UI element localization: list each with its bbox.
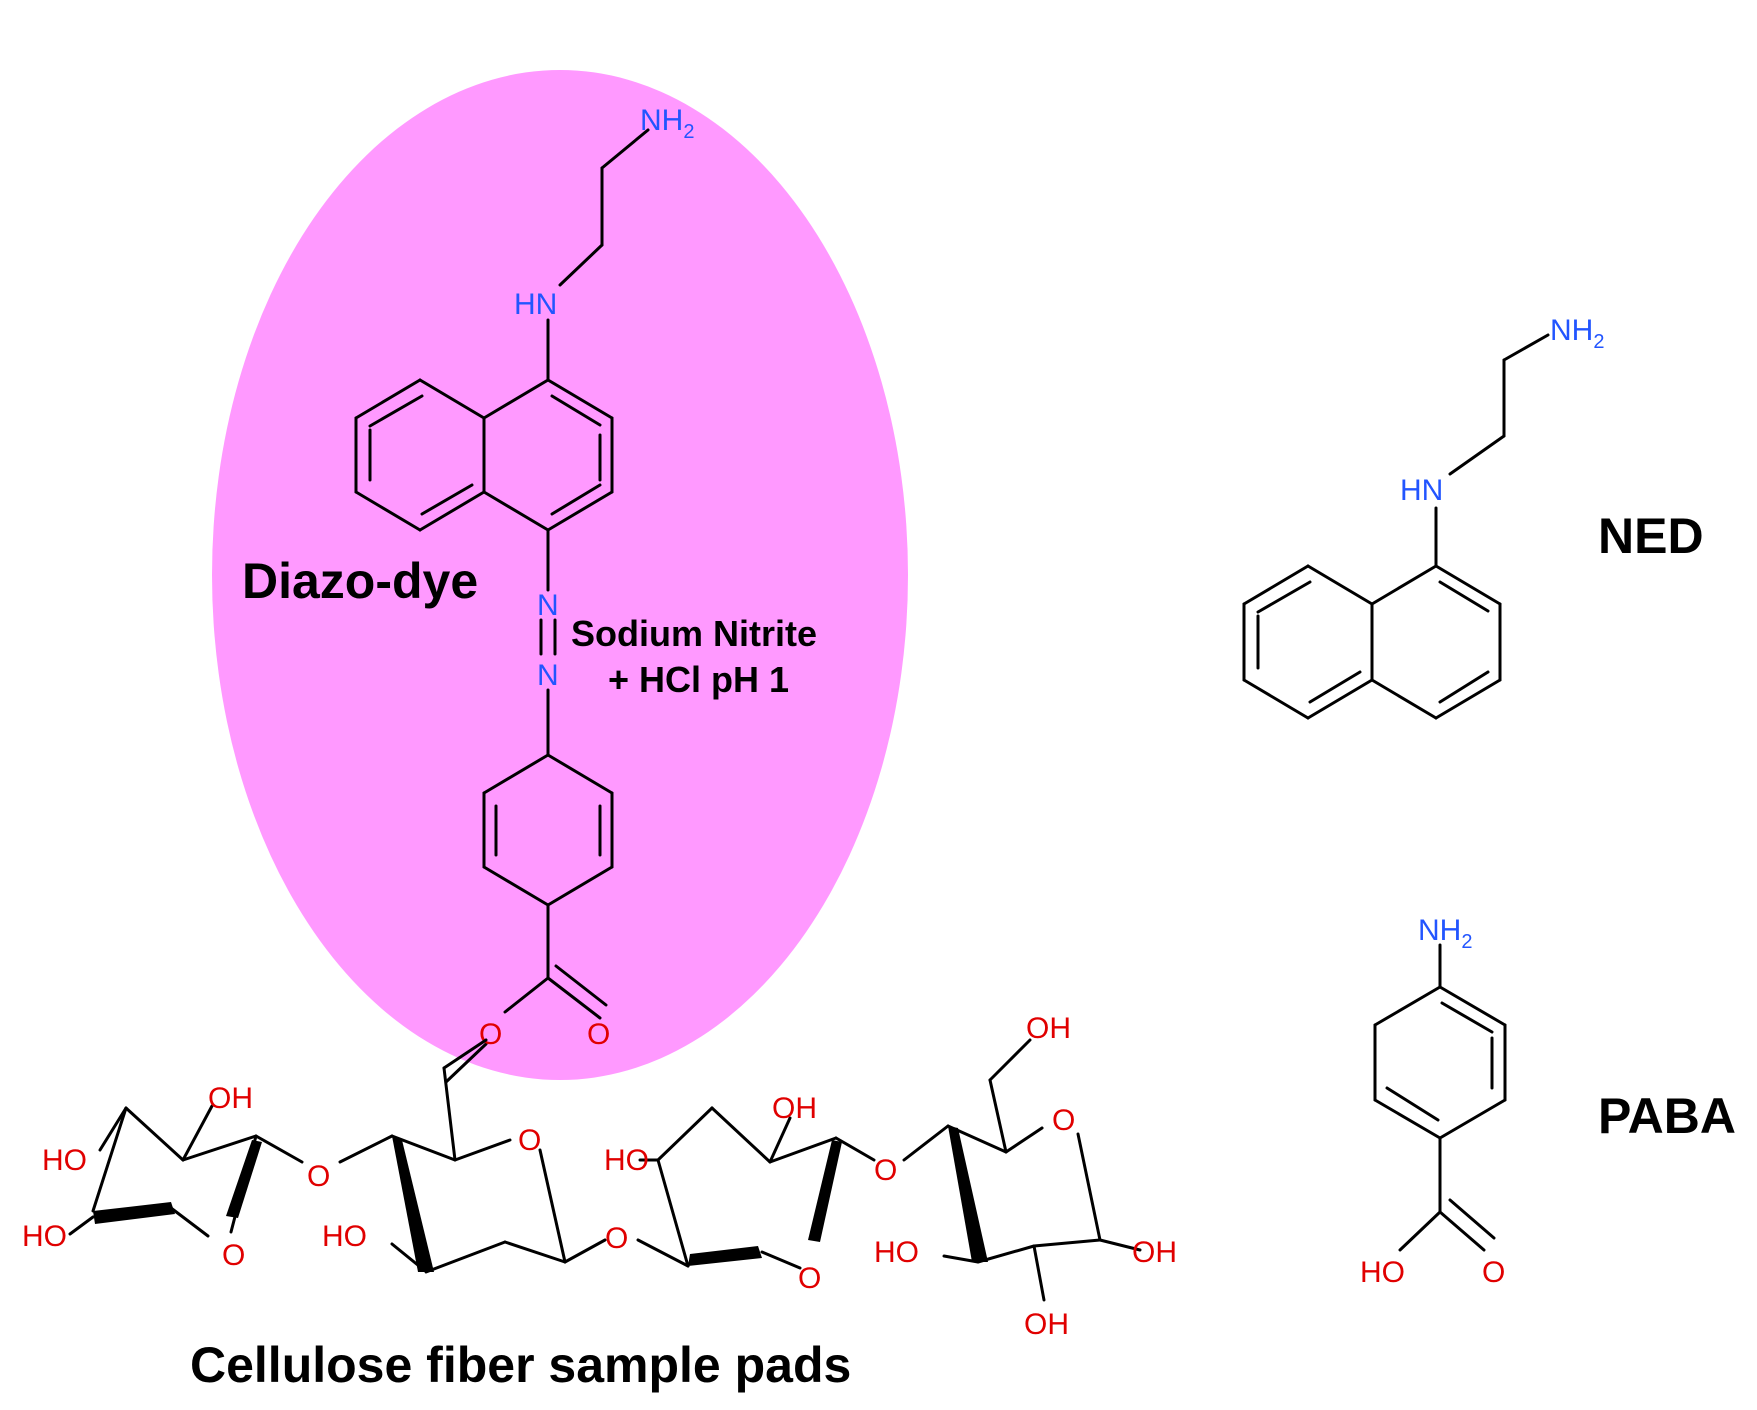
cellulose-chain: O O O O O O O OH HO HO HO HO OH OH HO OH… (22, 1012, 1177, 1341)
atom-ned-hn: HN (1400, 474, 1443, 507)
atom-glycosidic-o3: O (874, 1154, 897, 1187)
label-paba: PABA (1598, 1088, 1736, 1144)
label-diazo-dye: Diazo-dye (242, 553, 478, 609)
diazo-dye-molecule: NH2 HN N N O O (354, 104, 694, 1084)
atom-ring2-o: O (518, 1124, 541, 1157)
ned-molecule: NH2 HN (1242, 314, 1604, 720)
atom-ring3-o: O (798, 1262, 821, 1295)
atom-ned-nh2: NH2 (1550, 314, 1604, 353)
atom-nh2-amine: NH2 (640, 104, 694, 143)
atom-glycosidic-o2: O (605, 1222, 628, 1255)
label-reagent-line2: + HCl pH 1 (608, 659, 789, 700)
atom-paba-nh2: NH2 (1418, 914, 1472, 953)
atom-ring4-o: O (1052, 1104, 1075, 1137)
atom-paba-o: O (1482, 1256, 1505, 1289)
atom-glycosidic-o1: O (307, 1160, 330, 1193)
atom-paba-ho: HO (1360, 1256, 1405, 1289)
atom-oh-4: OH (1132, 1236, 1177, 1269)
atom-hn-amine: HN (514, 288, 557, 321)
label-cellulose: Cellulose fiber sample pads (190, 1337, 851, 1393)
atom-azo-n2: N (537, 659, 559, 692)
atom-ho-1: HO (42, 1144, 87, 1177)
atom-ho-5: HO (874, 1236, 919, 1269)
atom-oh-3: OH (1026, 1012, 1071, 1045)
atom-oh-1: OH (208, 1082, 253, 1115)
label-ned: NED (1598, 508, 1704, 564)
paba-molecule: NH2 HO O (1360, 914, 1507, 1289)
diazo-dye-highlight (212, 70, 908, 1080)
atom-ho-2: HO (22, 1220, 67, 1253)
atom-ester-o: O (479, 1018, 502, 1051)
atom-carbonyl-o: O (587, 1018, 610, 1051)
atom-ring1-o: O (222, 1239, 245, 1272)
atom-azo-n1: N (537, 589, 559, 622)
atom-oh-5: OH (1024, 1308, 1069, 1341)
atom-ho-3: HO (322, 1220, 367, 1253)
atom-oh-2: OH (772, 1092, 817, 1125)
label-reagent-line1: Sodium Nitrite (571, 613, 817, 654)
atom-ho-4: HO (604, 1144, 649, 1177)
